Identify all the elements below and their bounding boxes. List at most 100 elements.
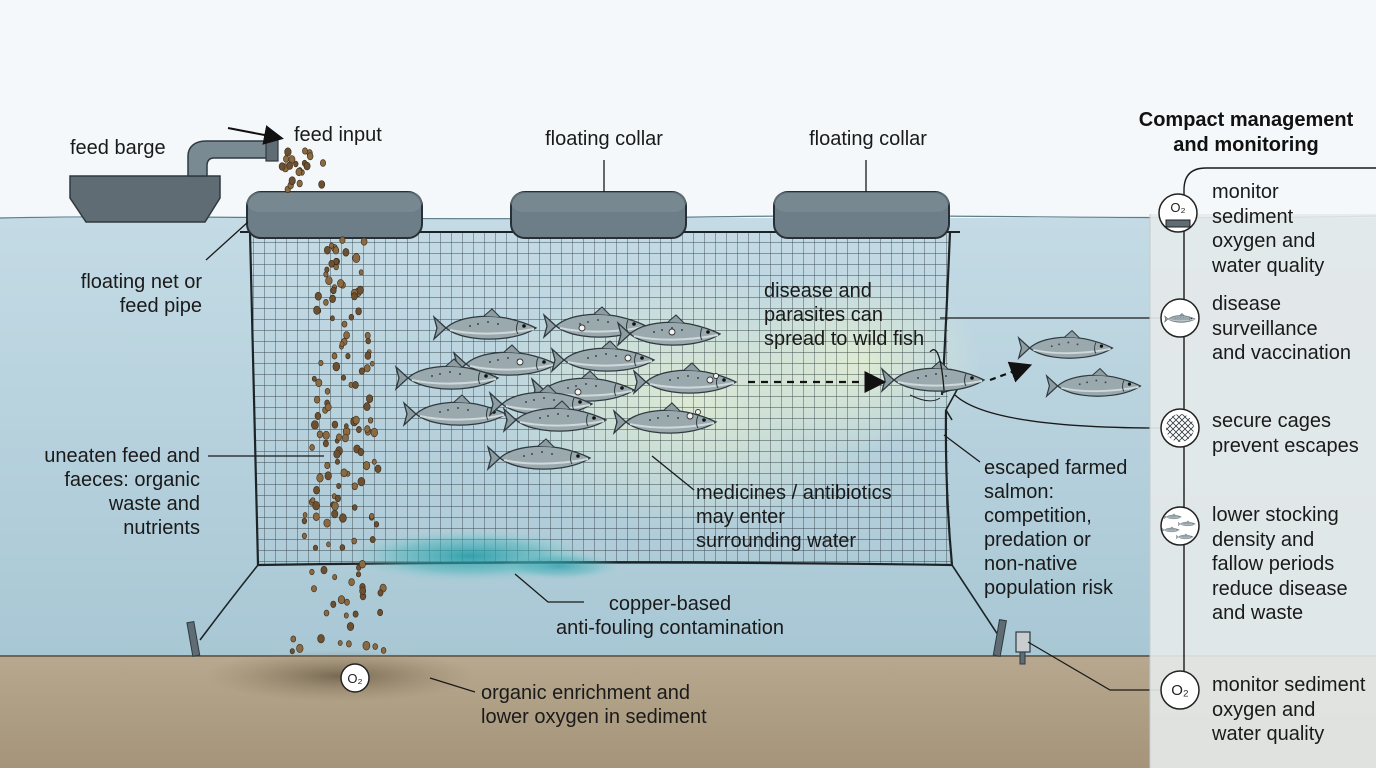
feed-pellet	[339, 341, 345, 347]
feed-pellet	[310, 420, 319, 430]
feed-pellet	[339, 236, 346, 244]
net-mesh-icon	[1160, 408, 1200, 448]
escaped-salmon-label: escaped farmed salmon: competition, pred…	[984, 457, 1128, 599]
feed-pellet	[324, 471, 332, 481]
feed-pellet	[322, 440, 329, 448]
feed-pellet	[319, 159, 326, 167]
feed-pellet	[330, 315, 335, 322]
feed-pellet	[312, 544, 318, 551]
feed-pellet	[309, 568, 315, 576]
feed-pellet	[344, 598, 350, 606]
feed-pellet	[337, 595, 346, 605]
feed-pellet	[323, 609, 330, 617]
organic-enrichment-label: organic enrichment and lower oxygen in s…	[481, 682, 707, 728]
floating-collar-right	[773, 191, 950, 239]
feed-pellet	[380, 647, 387, 654]
feed-pellet	[307, 152, 314, 161]
oxygen-icon: O₂	[1160, 670, 1200, 710]
feed-pellet	[346, 622, 355, 631]
feed-pellet	[346, 640, 352, 648]
feed-pellet	[352, 381, 359, 389]
feed-pellet	[334, 494, 341, 503]
feed-pellet	[310, 497, 316, 504]
feed-pellet	[324, 266, 330, 273]
feed-pellet	[313, 305, 321, 315]
fish-group-icon	[1160, 506, 1200, 546]
feed-pellet	[315, 378, 323, 387]
feed-pellet	[358, 367, 365, 375]
feed-pellet	[314, 291, 322, 301]
feed-pellet	[373, 521, 380, 528]
copper-label: copper-based anti-fouling contamination	[556, 593, 784, 639]
feed-pellet	[301, 532, 307, 540]
feed-pellet	[369, 360, 375, 367]
feed-pellet	[363, 402, 371, 411]
feed-pellet	[357, 448, 365, 457]
floating-collar-label-1: floating collar	[545, 128, 663, 150]
feed-pellet	[377, 589, 384, 597]
panel-item-stocking-density: lower stocking density and fallow period…	[1212, 504, 1348, 624]
feed-pellet	[325, 403, 332, 412]
parasite-marks	[516, 324, 719, 420]
feed-pellet	[320, 565, 328, 575]
feed-pellet	[278, 162, 286, 171]
feed-pellet	[289, 648, 295, 655]
uneaten-feed-label: uneaten feed and faeces: organic waste a…	[44, 445, 200, 539]
feed-pellet	[362, 461, 371, 471]
feed-pellet	[372, 643, 378, 650]
leader-lines	[205, 160, 1161, 693]
feed-pellet	[324, 387, 331, 395]
mooring-line-right	[951, 564, 1001, 639]
feed-pellet	[348, 313, 355, 321]
feed-pellet	[337, 640, 343, 646]
anchor-post-right	[992, 619, 1008, 657]
feed-pellet	[328, 259, 335, 268]
fish-icon	[1160, 298, 1200, 338]
feed-pellet	[318, 180, 326, 189]
feed-pellet	[323, 298, 329, 306]
feed-pellet	[362, 640, 371, 651]
feed-pellet	[377, 608, 383, 617]
floating-collar-left	[246, 191, 423, 239]
feed-pellet	[302, 147, 308, 155]
feed-pellet	[296, 643, 304, 653]
panel-item-monitor-oxygen-bottom: monitor sediment oxygen and water qualit…	[1212, 674, 1366, 745]
feed-pellet	[330, 600, 337, 608]
floating-collar-label-2: floating collar	[809, 128, 927, 150]
dark-sediment-patch	[205, 650, 475, 702]
feed-pellet	[351, 537, 357, 545]
feed-pellet	[345, 353, 351, 360]
feed-pellet	[359, 586, 367, 595]
feed-pellet	[332, 574, 338, 581]
panel-item-monitor-oxygen-top: monitor sediment oxygen and water qualit…	[1212, 181, 1325, 277]
feed-pellet	[288, 176, 296, 185]
feed-pellet	[364, 331, 371, 339]
feed-pellet	[370, 427, 378, 438]
feed-pellet	[316, 430, 324, 439]
feed-pellet	[331, 420, 339, 429]
feed-pellet	[360, 237, 368, 246]
feed-pellet	[331, 501, 339, 511]
spread-arrow-2	[989, 361, 1033, 383]
feed-pellet	[286, 161, 294, 170]
feed-pellet	[364, 425, 371, 433]
feed-pellet	[341, 374, 346, 381]
feed-pellet	[303, 161, 311, 171]
feed-pellet	[340, 468, 348, 478]
feed-pellet	[312, 501, 321, 511]
feed-input-arrow	[227, 125, 284, 145]
feed-pellet	[331, 509, 339, 519]
feed-pellet	[352, 610, 359, 618]
feed-pellet	[317, 634, 325, 644]
feed-pellet	[368, 417, 374, 424]
feed-pellet	[336, 482, 342, 489]
sediment-oxygen-icon: O₂	[340, 663, 370, 693]
feed-pellet	[352, 504, 358, 511]
feed-pellet	[371, 458, 377, 465]
feed-pellet	[369, 536, 376, 544]
feed-pellet	[337, 279, 345, 288]
floating-net-label: floating net or feed pipe	[80, 271, 202, 317]
panel-item-secure-cages: secure cages prevent escapes	[1212, 410, 1359, 457]
feed-pellet	[332, 362, 340, 372]
disease-parasites-label: disease and parasites can spread to wild…	[764, 280, 925, 350]
